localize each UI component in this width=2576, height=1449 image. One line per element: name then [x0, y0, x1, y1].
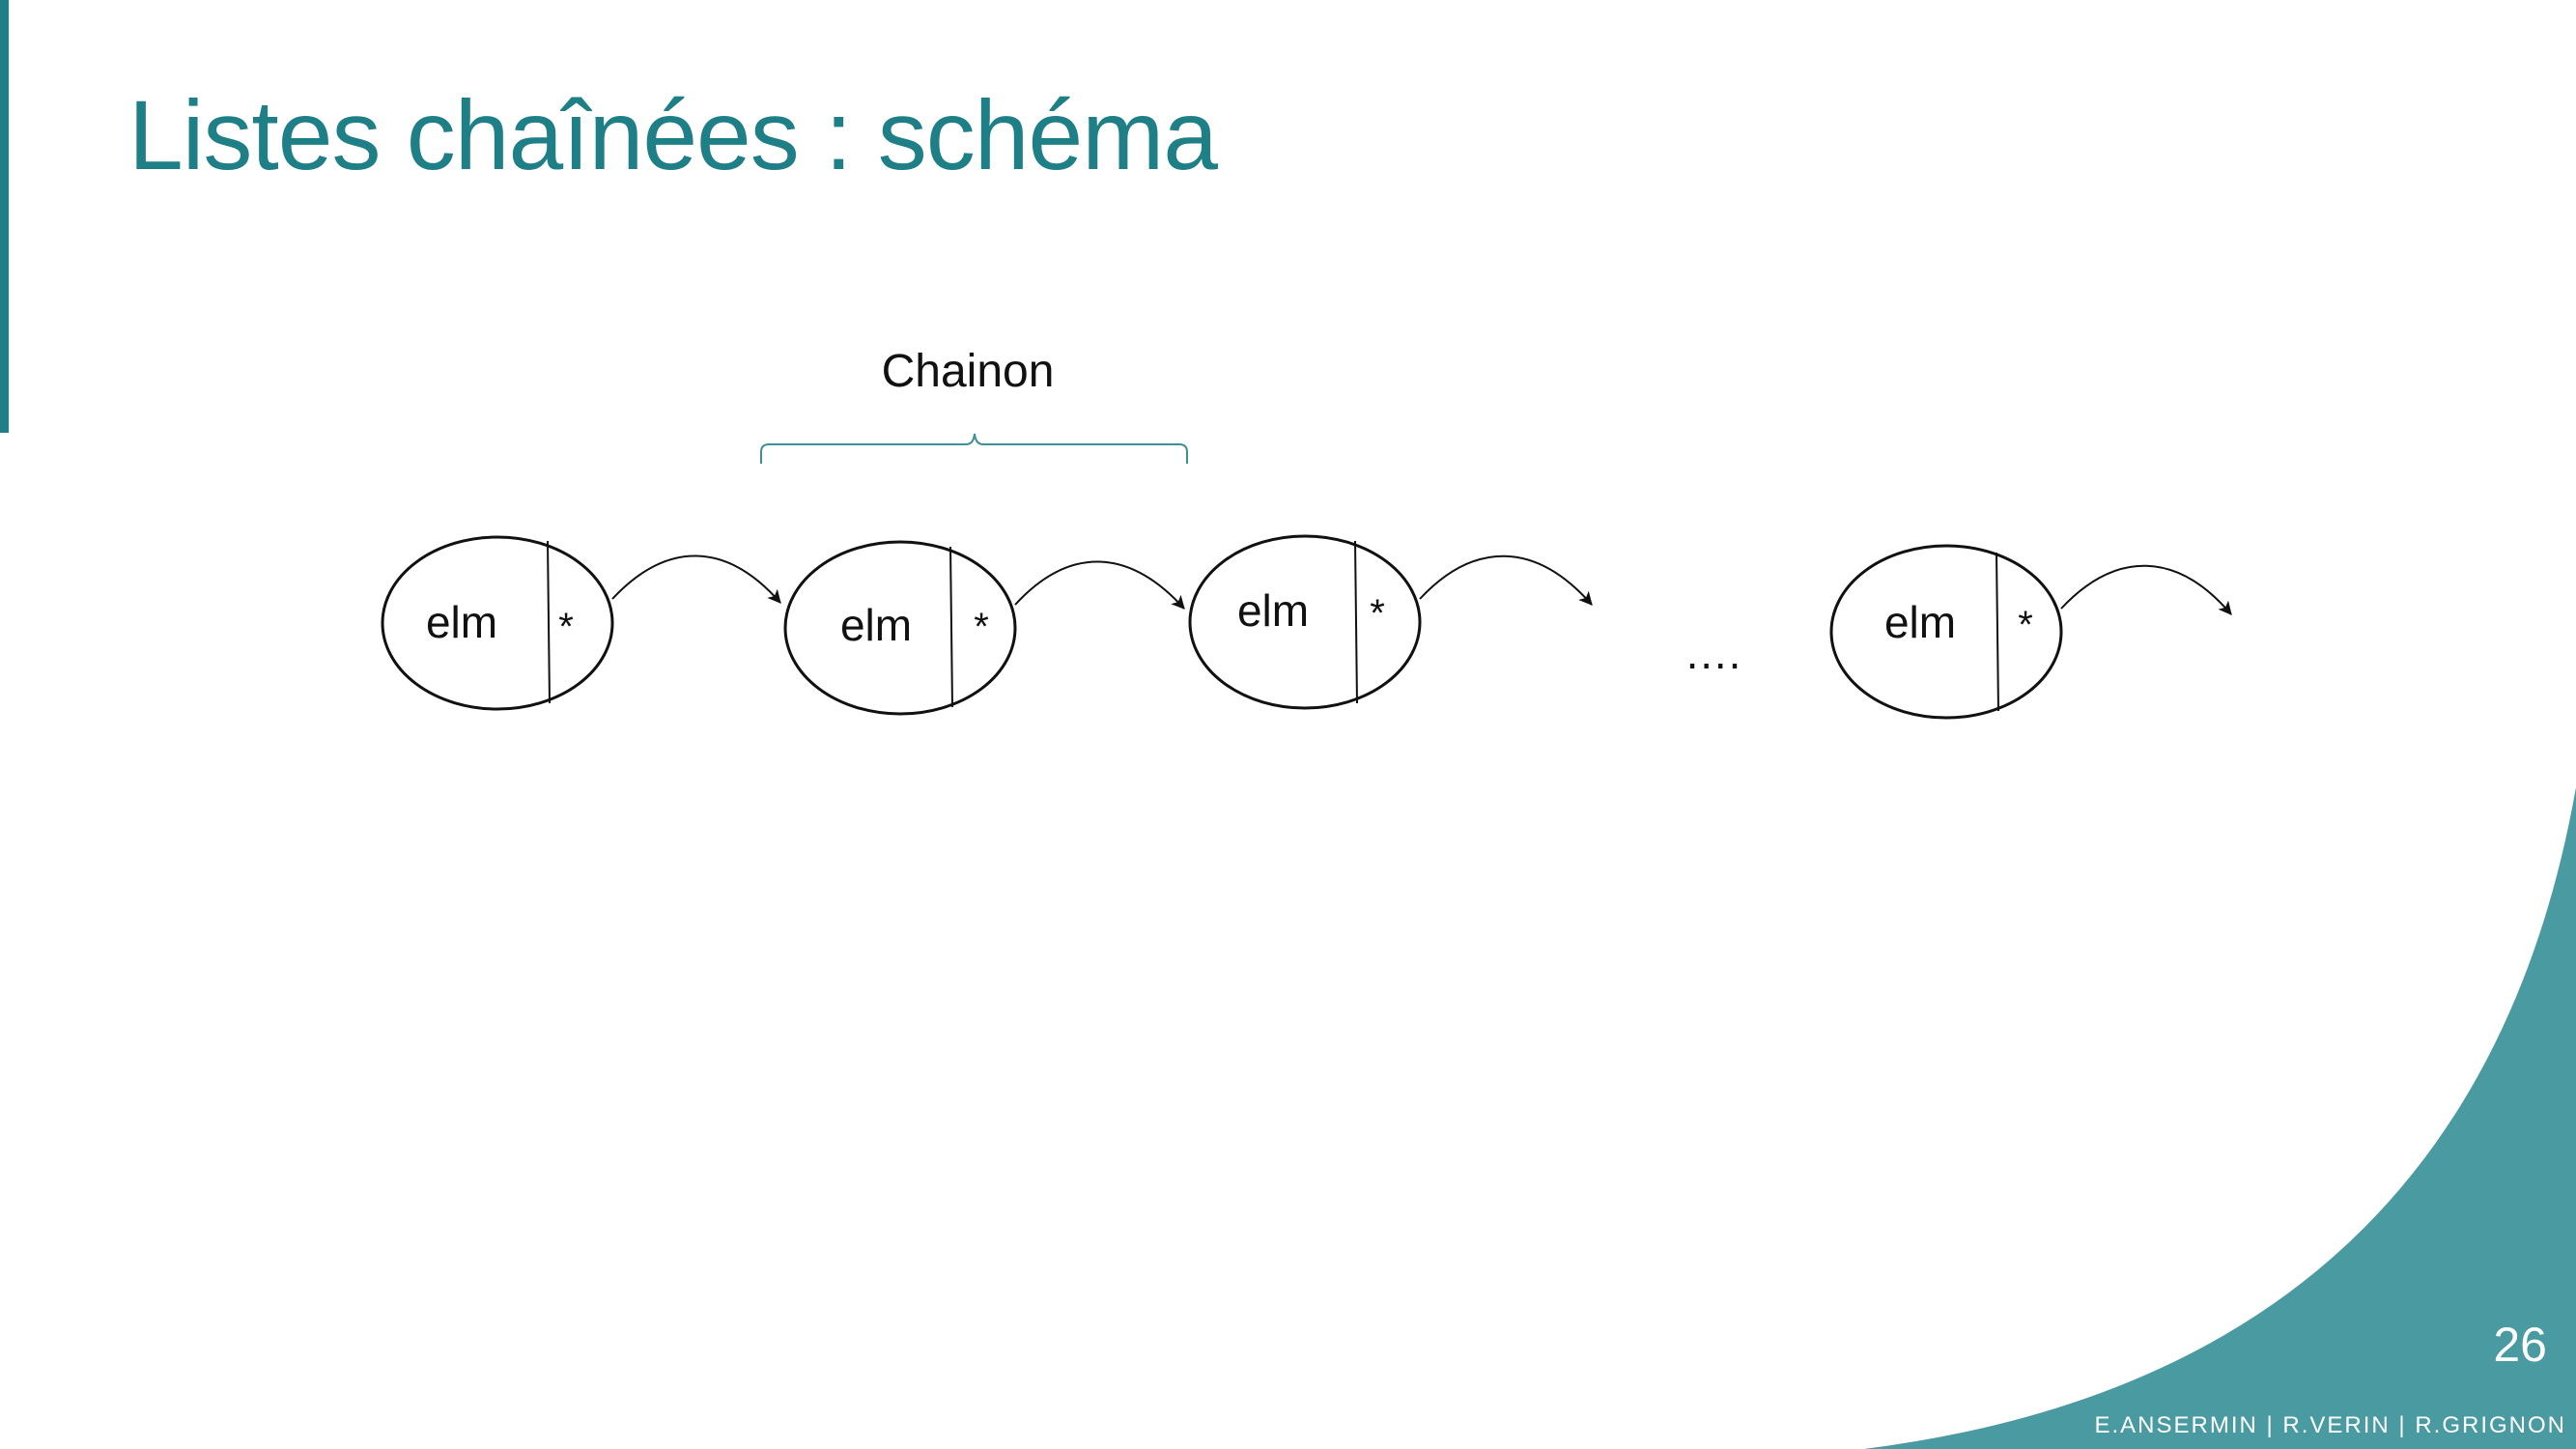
node-divider — [1354, 540, 1358, 704]
next-pointer-arrow-3 — [1419, 554, 1593, 606]
node-pointer: * — [1370, 592, 1385, 635]
node-pointer: * — [974, 606, 989, 648]
node-value: elm — [840, 600, 912, 650]
node-value: elm — [1884, 597, 1956, 647]
list-node-3: elm * — [1188, 534, 1422, 710]
slide-title: Listes chaînées : schéma — [128, 80, 1218, 190]
ellipsis: …. — [1684, 628, 1741, 678]
node-divider — [547, 540, 551, 704]
chainon-brace — [760, 433, 1188, 464]
next-pointer-arrow-4 — [2060, 564, 2232, 615]
next-pointer-arrow-2 — [1014, 560, 1185, 610]
left-accent-bar — [0, 0, 9, 433]
node-shape — [783, 540, 1017, 716]
list-node-1: elm * — [381, 535, 614, 711]
node-divider — [949, 546, 953, 708]
list-node-2: elm * — [783, 540, 1017, 716]
node-pointer: * — [2018, 604, 2033, 646]
node-divider — [1996, 552, 1999, 712]
page-number: 26 — [2493, 1318, 2547, 1372]
list-node-4: elm * — [1829, 544, 2063, 720]
node-value: elm — [426, 597, 497, 647]
next-pointer-arrow-1 — [611, 554, 781, 604]
node-pointer: * — [558, 606, 574, 648]
node-shape — [1188, 534, 1422, 710]
node-shape — [1829, 544, 2063, 720]
chainon-label: Chainon — [882, 346, 1055, 397]
footer-authors: E.ANSERMIN | R.VERIN | R.GRIGNON — [2094, 1412, 2566, 1438]
node-value: elm — [1237, 585, 1309, 636]
node-shape — [381, 535, 614, 711]
